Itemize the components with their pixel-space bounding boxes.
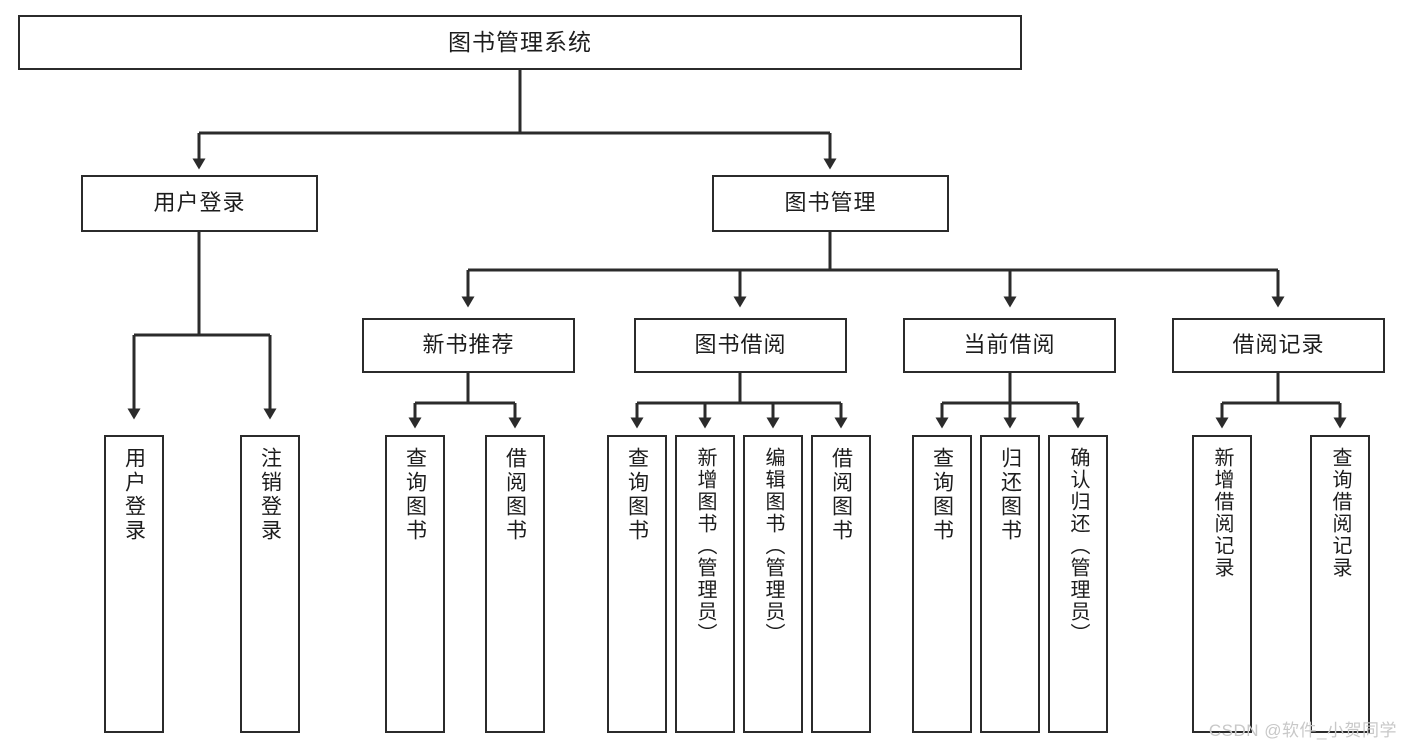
leaf-borrow-query-book-label: 查询图书 xyxy=(625,447,649,543)
leaf-recommend-borrow-book-label: 借阅图书 xyxy=(503,447,527,543)
leaf-borrow-book[interactable]: 借阅图书 xyxy=(811,435,871,733)
leaf-return-book-label: 归还图书 xyxy=(998,447,1022,543)
leaf-current-query-book[interactable]: 查询图书 xyxy=(912,435,972,733)
leaf-add-borrow-record[interactable]: 新增借阅记录 xyxy=(1192,435,1252,733)
node-user-login-label: 用户登录 xyxy=(153,190,246,216)
leaf-user-login-label: 用户登录 xyxy=(122,447,146,543)
node-borrow-record[interactable]: 借阅记录 xyxy=(1172,318,1385,373)
leaf-borrow-query-book[interactable]: 查询图书 xyxy=(607,435,667,733)
node-new-book-recommend-label: 新书推荐 xyxy=(422,332,515,358)
node-current-borrow[interactable]: 当前借阅 xyxy=(903,318,1116,373)
leaf-add-book-admin-label: 新增图书（管理员） xyxy=(694,447,716,645)
leaf-recommend-query-book-label: 查询图书 xyxy=(403,447,427,543)
node-root-label: 图书管理系统 xyxy=(448,28,592,55)
node-borrow-record-label: 借阅记录 xyxy=(1232,332,1325,358)
leaf-borrow-book-label: 借阅图书 xyxy=(829,447,853,543)
node-book-borrow-label: 图书借阅 xyxy=(694,332,787,358)
leaf-query-borrow-record-label: 查询借阅记录 xyxy=(1329,447,1351,579)
leaf-logout-label: 注销登录 xyxy=(258,447,282,543)
node-book-management-label: 图书管理 xyxy=(784,190,877,216)
node-current-borrow-label: 当前借阅 xyxy=(963,332,1056,358)
node-book-management[interactable]: 图书管理 xyxy=(712,175,949,232)
leaf-query-borrow-record[interactable]: 查询借阅记录 xyxy=(1310,435,1370,733)
node-new-book-recommend[interactable]: 新书推荐 xyxy=(362,318,575,373)
node-root[interactable]: 图书管理系统 xyxy=(18,15,1022,70)
leaf-user-login[interactable]: 用户登录 xyxy=(104,435,164,733)
leaf-edit-book-admin-label: 编辑图书（管理员） xyxy=(762,447,784,645)
leaf-add-book-admin[interactable]: 新增图书（管理员） xyxy=(675,435,735,733)
leaf-current-query-book-label: 查询图书 xyxy=(930,447,954,543)
leaf-edit-book-admin[interactable]: 编辑图书（管理员） xyxy=(743,435,803,733)
leaf-confirm-return-admin[interactable]: 确认归还（管理员） xyxy=(1048,435,1108,733)
leaf-logout[interactable]: 注销登录 xyxy=(240,435,300,733)
leaf-recommend-query-book[interactable]: 查询图书 xyxy=(385,435,445,733)
leaf-add-borrow-record-label: 新增借阅记录 xyxy=(1211,447,1233,579)
leaf-return-book[interactable]: 归还图书 xyxy=(980,435,1040,733)
node-book-borrow[interactable]: 图书借阅 xyxy=(634,318,847,373)
leaf-confirm-return-admin-label: 确认归还（管理员） xyxy=(1067,447,1089,645)
leaf-recommend-borrow-book[interactable]: 借阅图书 xyxy=(485,435,545,733)
node-user-login[interactable]: 用户登录 xyxy=(81,175,318,232)
